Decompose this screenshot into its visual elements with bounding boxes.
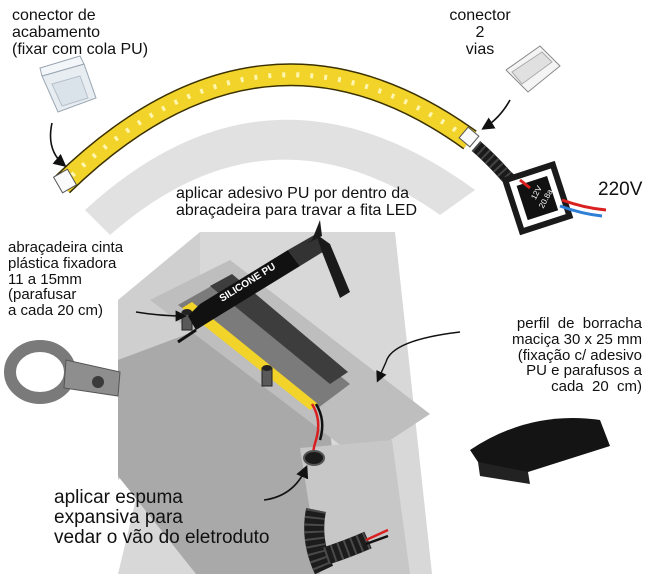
foam-leader-line — [263, 465, 309, 501]
cable-clamp-product — [4, 340, 121, 404]
groove-dark-rail — [210, 274, 348, 384]
groove-led-strip — [182, 302, 318, 410]
conduit-hole — [303, 450, 325, 466]
conduit-bottom-2 — [323, 531, 372, 565]
profile-leader-line — [376, 331, 461, 383]
led-strip-chips — [60, 72, 472, 187]
groove-wire-black — [314, 403, 324, 441]
strip-connector-end — [458, 126, 480, 148]
groove-clamp-2 — [261, 365, 273, 387]
wall-step-face — [300, 440, 410, 574]
profile-arc-shadow — [85, 119, 475, 235]
wire-red-top — [519, 178, 531, 190]
wire-red-out — [561, 198, 607, 212]
conduit-bottom-ribs — [304, 508, 334, 574]
end-connector-label: conector de acabamento (fixar com cola P… — [12, 7, 149, 58]
two-way-connector-label: conector 2 vias — [449, 7, 511, 58]
silicone-gun — [177, 220, 350, 344]
two-way-connector-arrow — [481, 99, 511, 130]
cable-clamp-label: abraçadeira cinta plástica fixadora 11 a… — [8, 239, 124, 319]
wall-front-face — [118, 318, 348, 574]
wire-bottom-red — [365, 528, 389, 542]
rubber-profile-label: perfil de borracha maciça 30 x 25 mm (fi… — [511, 315, 642, 395]
adhesive-instruction-label: aplicar adesivo PU por dentro da abraçad… — [176, 185, 418, 219]
wire-blue-out — [559, 204, 603, 218]
two-way-connector-product — [505, 45, 561, 93]
clamp-leader-line — [135, 310, 187, 322]
foam-instruction-label: aplicar espuma expansiva para vedar o vã… — [54, 487, 270, 548]
strip-end-cap — [52, 168, 78, 194]
voltage-label: 220V — [598, 179, 643, 200]
end-connector-arrow — [49, 122, 67, 168]
end-connector-product — [39, 55, 97, 113]
rubber-profile-product — [470, 418, 610, 484]
wire-bottom-black — [365, 534, 389, 546]
